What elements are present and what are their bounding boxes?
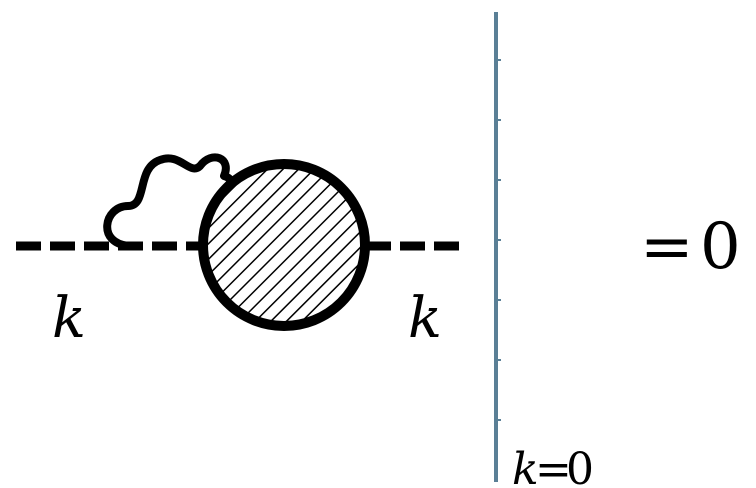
left-momentum-label: k [52, 286, 86, 351]
evaluation-variable: k [512, 444, 539, 488]
evaluation-equals: = [535, 444, 572, 488]
result-value: 0 [700, 210, 741, 284]
result-equals: = [640, 210, 694, 284]
wavy-photon-loop [103, 153, 239, 250]
right-momentum-label: k [408, 286, 442, 351]
evaluation-condition: k = 0 [512, 444, 594, 488]
self-energy-blob [198, 159, 370, 331]
equation-result: = 0 [640, 210, 741, 284]
evaluation-bar-ticks [496, 59, 501, 421]
evaluation-value: 0 [566, 444, 594, 488]
